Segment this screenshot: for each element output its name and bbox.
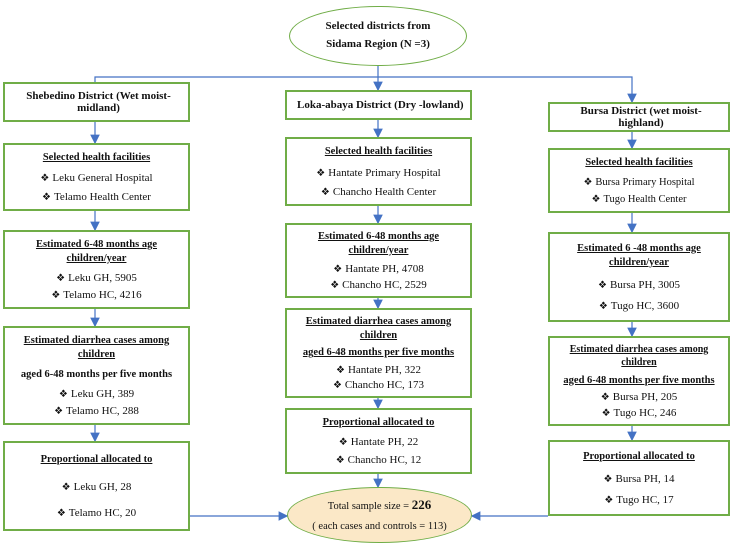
facilities-box: Selected health facilities ❖Bursa Primar… <box>548 148 730 213</box>
estimate-item: ❖Tugo HC, 3600 <box>598 300 680 313</box>
diarrhea-item: ❖Tugo HC, 246 <box>601 407 677 420</box>
diarrhea-cases-box: Estimated diarrhea cases among children … <box>3 326 190 425</box>
diarrhea-heading-line1: Estimated diarrhea cases among children <box>569 343 709 369</box>
diarrhea-heading-line2: aged 6-48 months per five months <box>302 347 455 359</box>
total-sample-line: Total sample size = 226 <box>327 496 432 512</box>
diamond-bullet-icon: ❖ <box>583 176 593 188</box>
diamond-bullet-icon: ❖ <box>604 495 614 507</box>
estimate-item: ❖Chancho HC, 2529 <box>330 278 427 291</box>
estimated-children-box: Estimated 6-48 months age children/year … <box>3 230 190 309</box>
facilities-heading: Selected health facilities <box>42 152 151 164</box>
diamond-bullet-icon: ❖ <box>333 263 343 275</box>
allocated-box: Proportional allocated to ❖Hantate PH, 2… <box>285 408 472 474</box>
estimated-heading: Estimated 6-48 months age children/year <box>317 231 440 257</box>
total-sample-ellipse: Total sample size = 226 ( each cases and… <box>287 487 472 543</box>
allocated-box: Proportional allocated to ❖Leku GH, 28 ❖… <box>3 441 190 531</box>
diamond-bullet-icon: ❖ <box>600 392 610 404</box>
diarrhea-heading-line1: Estimated diarrhea cases among children <box>23 334 170 360</box>
diarrhea-item: ❖Telamo HC, 288 <box>54 405 139 418</box>
district-box-bursa: Bursa District (wet moist- highland) <box>548 102 730 132</box>
district-label: Loka-abaya District (Dry -lowland) <box>297 99 464 111</box>
allocated-item: ❖Leku GH, 28 <box>61 481 132 494</box>
estimated-heading: Estimated 6-48 months age children/year <box>35 238 158 264</box>
facility-item: ❖Telamo Health Center <box>42 190 151 203</box>
facilities-box: Selected health facilities ❖Hantate Prim… <box>285 137 472 206</box>
estimate-item: ❖Leku GH, 5905 <box>56 271 137 284</box>
facility-item: ❖Chancho Health Center <box>320 185 437 198</box>
diamond-bullet-icon: ❖ <box>332 380 342 392</box>
allocated-item: ❖Tugo HC, 17 <box>604 494 674 507</box>
estimated-heading: Estimated 6 -48 months age children/year <box>577 242 701 268</box>
diamond-bullet-icon: ❖ <box>603 474 613 486</box>
top-line2: Sidama Region (N =3) <box>326 38 430 50</box>
diarrhea-heading-line2: aged 6-48 months per five months <box>20 368 173 380</box>
diamond-bullet-icon: ❖ <box>338 437 348 449</box>
diarrhea-item: ❖Bursa PH, 205 <box>600 391 678 404</box>
top-line1: Selected districts from <box>325 20 431 33</box>
allocated-heading: Proportional allocated to <box>40 453 153 465</box>
estimate-item: ❖Bursa PH, 3005 <box>598 279 680 292</box>
district-label: Bursa District (wet moist- highland) <box>580 105 702 129</box>
facility-item: ❖Tugo Health Center <box>591 193 687 205</box>
allocated-box: Proportional allocated to ❖Bursa PH, 14 … <box>548 440 730 516</box>
diarrhea-item: ❖Leku GH, 389 <box>58 387 135 400</box>
district-box-loka-abaya: Loka-abaya District (Dry -lowland) <box>285 90 472 120</box>
facilities-heading: Selected health facilities <box>324 146 433 158</box>
allocated-item: ❖Bursa PH, 14 <box>603 473 675 486</box>
diarrhea-item: ❖Hantate PH, 322 <box>336 363 421 376</box>
district-box-shebedino: Shebedino District (Wet moist- midland) <box>3 82 190 122</box>
diarrhea-heading-line1: Estimated diarrhea cases among children <box>305 315 452 341</box>
facility-item: ❖Leku General Hospital <box>40 172 153 185</box>
diamond-bullet-icon: ❖ <box>598 301 608 313</box>
diamond-bullet-icon: ❖ <box>320 186 330 198</box>
diamond-bullet-icon: ❖ <box>42 191 51 203</box>
diamond-bullet-icon: ❖ <box>601 408 611 420</box>
diarrhea-heading-line2: aged 6-48 months per five months <box>563 374 715 386</box>
diamond-bullet-icon: ❖ <box>61 482 71 494</box>
diamond-bullet-icon: ❖ <box>598 280 607 292</box>
district-label: Shebedino District (Wet moist- midland) <box>26 90 171 114</box>
diarrhea-item: ❖Chancho HC, 173 <box>332 379 425 392</box>
allocated-heading: Proportional allocated to <box>322 416 435 428</box>
facility-item: ❖Hantate Primary Hospital <box>316 166 441 179</box>
diamond-bullet-icon: ❖ <box>56 272 66 284</box>
allocated-item: ❖Telamo HC, 20 <box>56 507 137 520</box>
facility-item: ❖Bursa Primary Hospital <box>583 176 695 188</box>
estimate-item: ❖Telamo HC, 4216 <box>51 289 142 302</box>
diamond-bullet-icon: ❖ <box>51 290 61 302</box>
allocated-item: ❖Hantate PH, 22 <box>338 436 419 449</box>
facilities-heading: Selected health facilities <box>585 157 693 169</box>
estimated-children-box: Estimated 6-48 months age children/year … <box>285 223 472 298</box>
diamond-bullet-icon: ❖ <box>336 364 345 376</box>
diamond-bullet-icon: ❖ <box>335 455 345 467</box>
diamond-bullet-icon: ❖ <box>40 173 50 185</box>
facilities-box: Selected health facilities ❖Leku General… <box>3 143 190 211</box>
allocated-item: ❖Chancho HC, 12 <box>335 454 422 467</box>
selected-districts-ellipse: Selected districts from Sidama Region (N… <box>289 6 467 66</box>
allocated-heading: Proportional allocated to <box>583 450 695 462</box>
diamond-bullet-icon: ❖ <box>58 388 68 400</box>
estimate-item: ❖Hantate PH, 4708 <box>333 262 424 275</box>
estimated-children-box: Estimated 6 -48 months age children/year… <box>548 232 730 322</box>
cases-controls-line: ( each cases and controls = 113) <box>312 521 447 533</box>
diarrhea-cases-box: Estimated diarrhea cases among children … <box>285 308 472 398</box>
diarrhea-cases-box: Estimated diarrhea cases among children … <box>548 336 730 426</box>
diamond-bullet-icon: ❖ <box>591 193 601 205</box>
diamond-bullet-icon: ❖ <box>330 279 340 291</box>
total-sample-value: 226 <box>411 496 432 512</box>
diamond-bullet-icon: ❖ <box>56 508 66 520</box>
diamond-bullet-icon: ❖ <box>54 406 64 418</box>
diamond-bullet-icon: ❖ <box>316 167 326 179</box>
